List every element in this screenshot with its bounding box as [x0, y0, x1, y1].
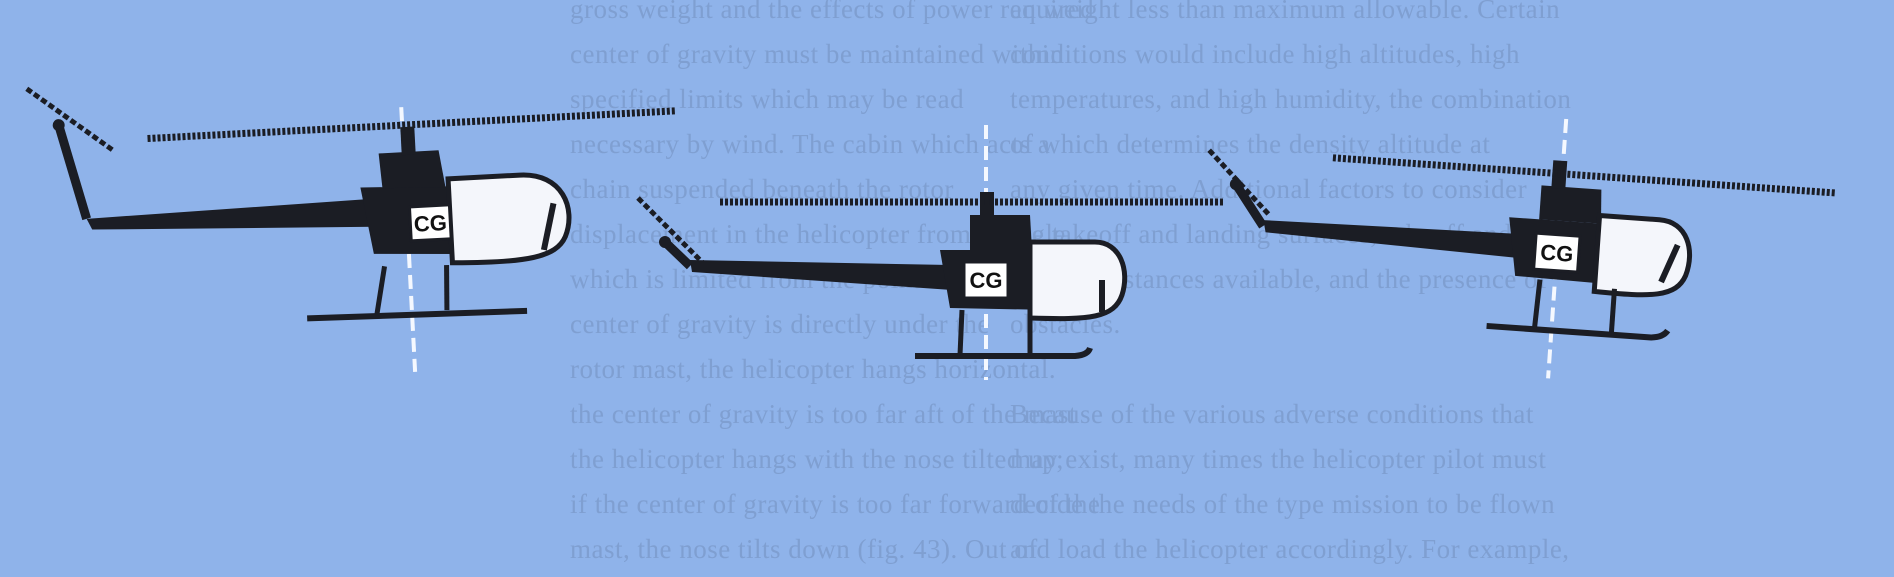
cg-label-2: CG — [970, 268, 1003, 293]
cg-label-1: CG — [413, 210, 447, 237]
helicopter-3: CG — [1195, 94, 1841, 397]
helicopter-2: CG — [638, 125, 1225, 380]
cg-label-3: CG — [1539, 240, 1574, 267]
helicopter-1: CG — [27, 55, 690, 391]
